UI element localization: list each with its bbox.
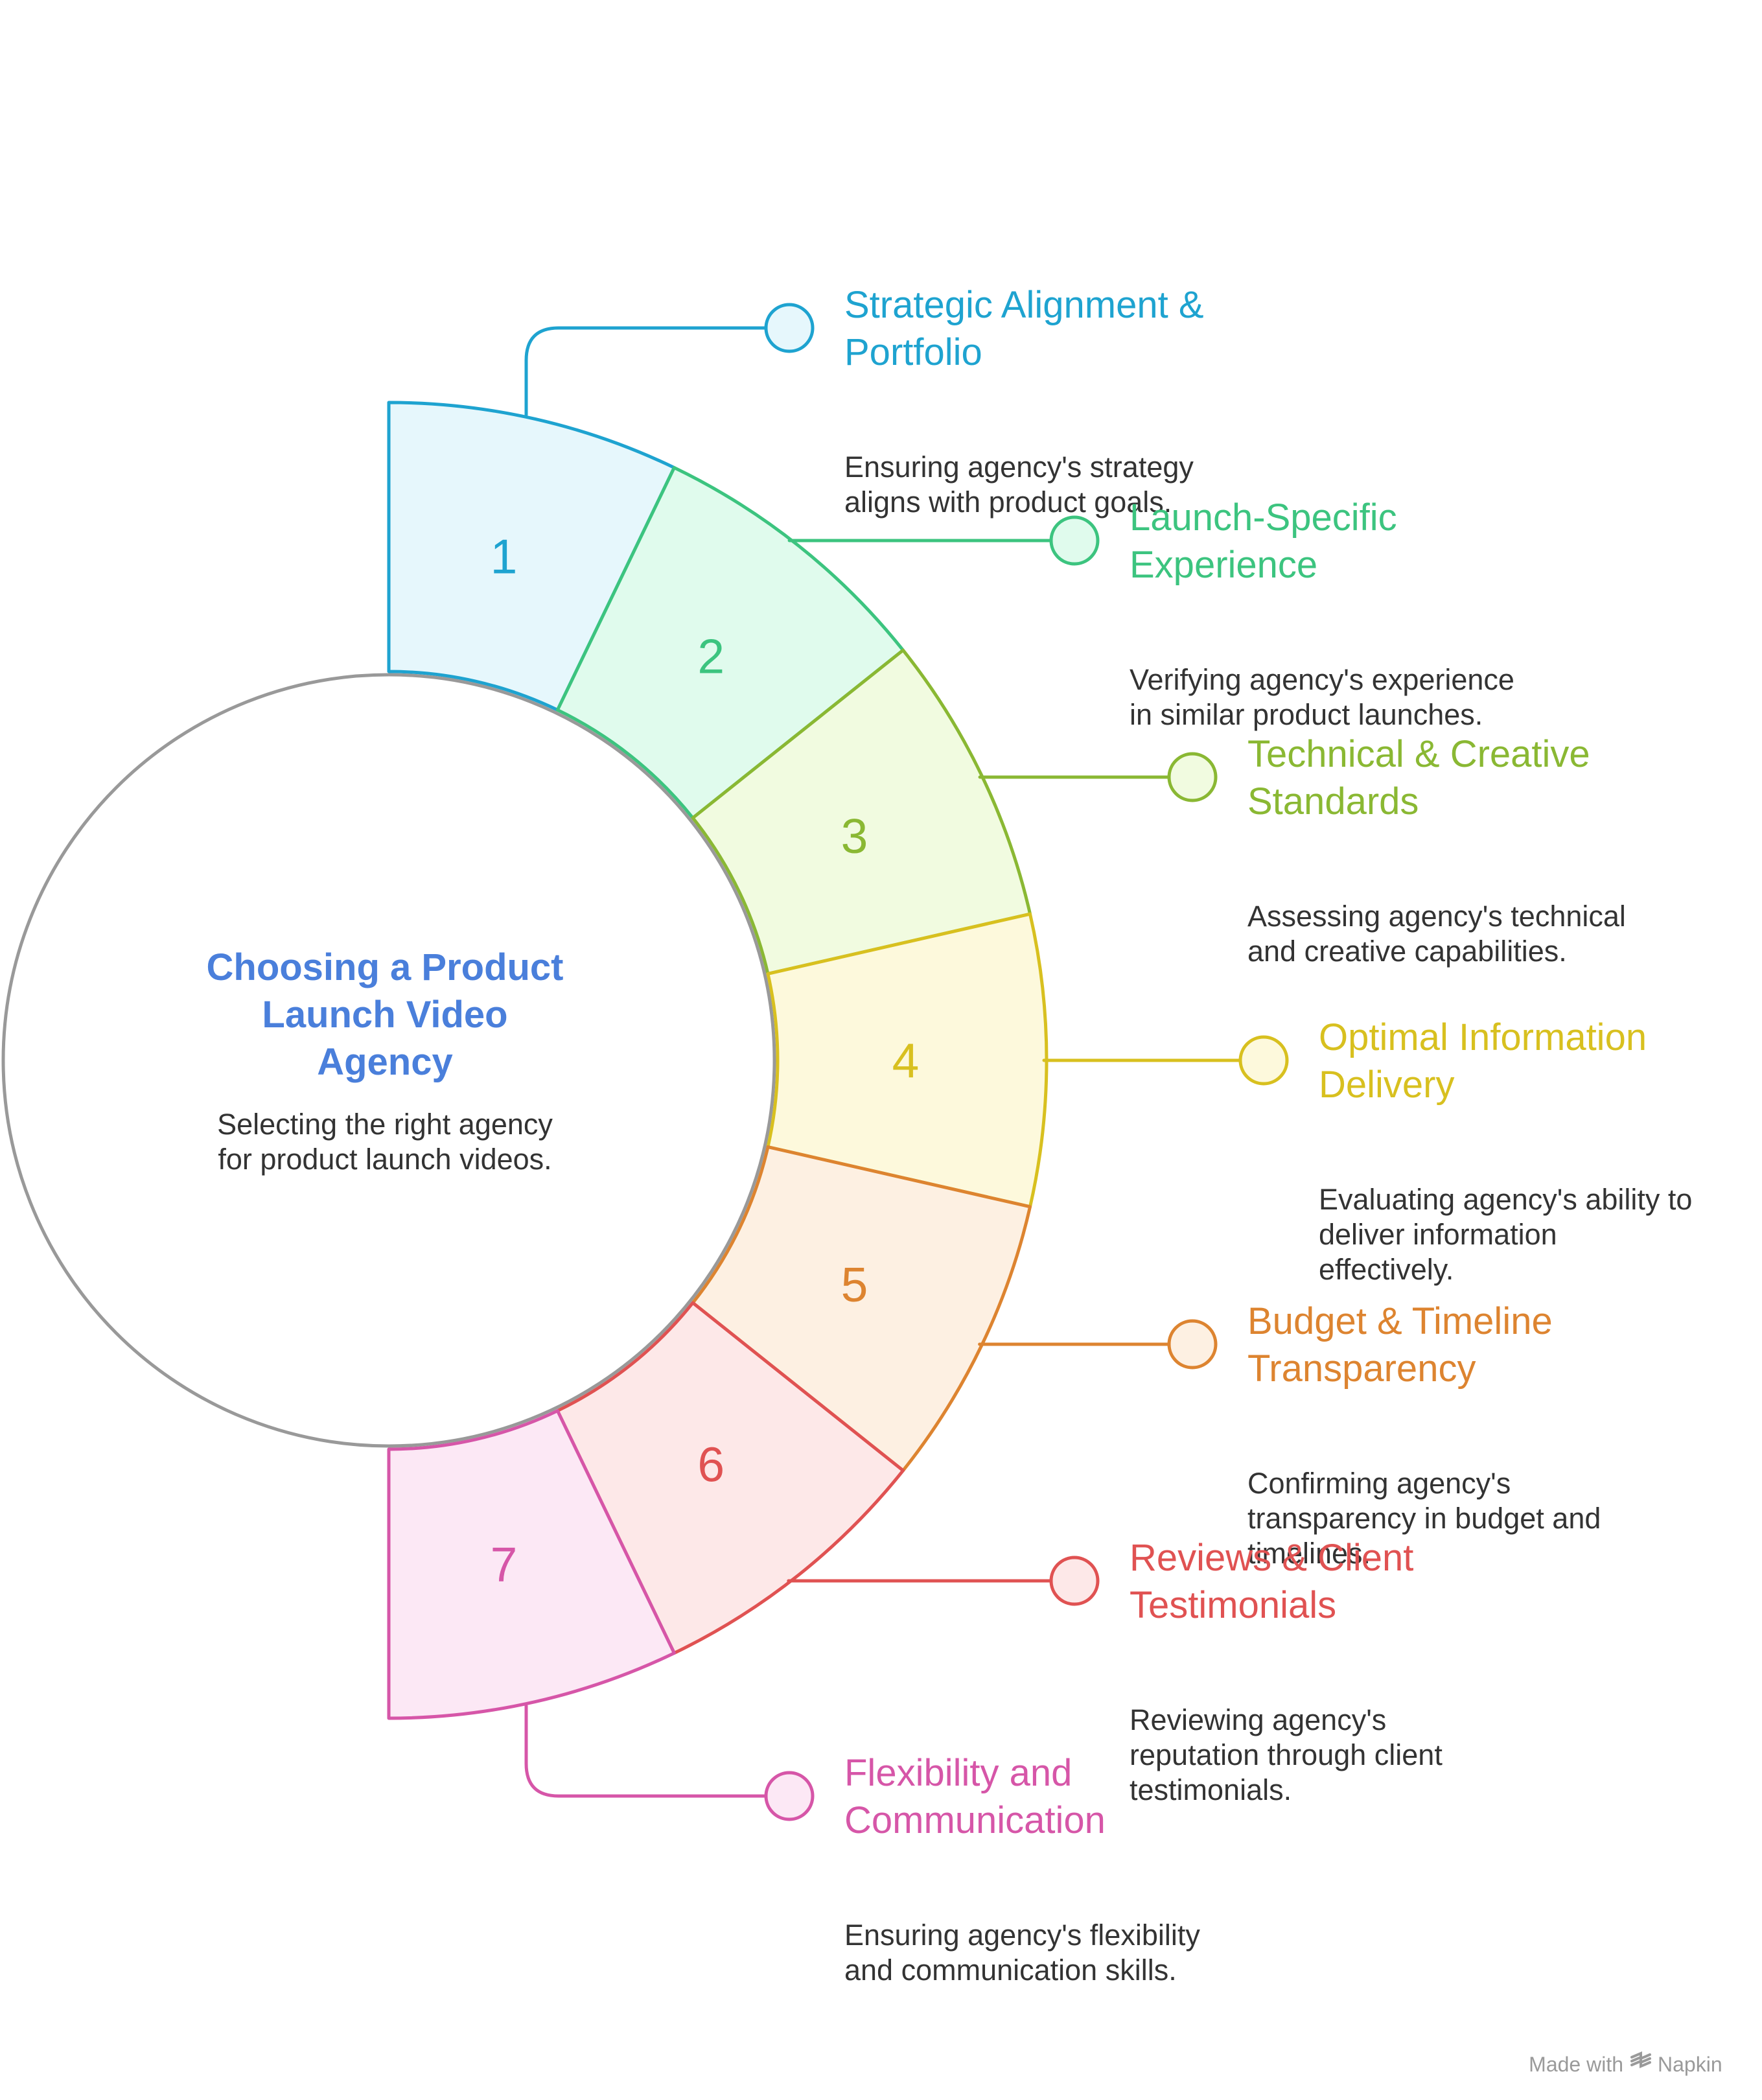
bullet-6-icon [1049,1556,1100,1606]
center-circle [1,673,776,1448]
segment-1 [387,401,676,712]
segment-6 [555,1301,905,1655]
segment-number-4: 4 [892,1033,920,1088]
segment-number-3: 3 [841,809,868,863]
bullet-7-icon [764,1771,815,1821]
segment-number-2: 2 [697,629,725,683]
connector-7 [524,1704,769,1798]
segment-4 [766,912,1049,1209]
bullet-1-icon [764,303,815,353]
segment-7 [387,1409,676,1720]
segment-number-5: 5 [841,1257,868,1312]
segment-number-1: 1 [491,529,518,583]
connectors [524,303,1289,1821]
made-with-text: Made with [1529,2053,1623,2076]
segment-3 [691,648,1032,975]
segment-2 [555,466,905,820]
segment-number-7: 7 [491,1537,518,1592]
step-title-1: Strategic Alignment &Portfolio [844,284,1204,373]
napkin-logo-icon [1630,2051,1651,2069]
bullet-3-icon [1167,752,1218,802]
connector-1 [524,326,769,417]
bullet-5-icon [1167,1319,1218,1370]
bullet-4-icon [1238,1035,1289,1086]
footer-watermark: Made with Napkin [1529,2051,1722,2076]
napkin-brand-text: Napkin [1658,2053,1722,2076]
ring-segments: 1 2 3 4 5 6 7 [387,401,1049,1720]
bullet-2-icon [1049,515,1100,566]
segment-number-6: 6 [697,1438,725,1492]
segment-5 [691,1145,1032,1473]
